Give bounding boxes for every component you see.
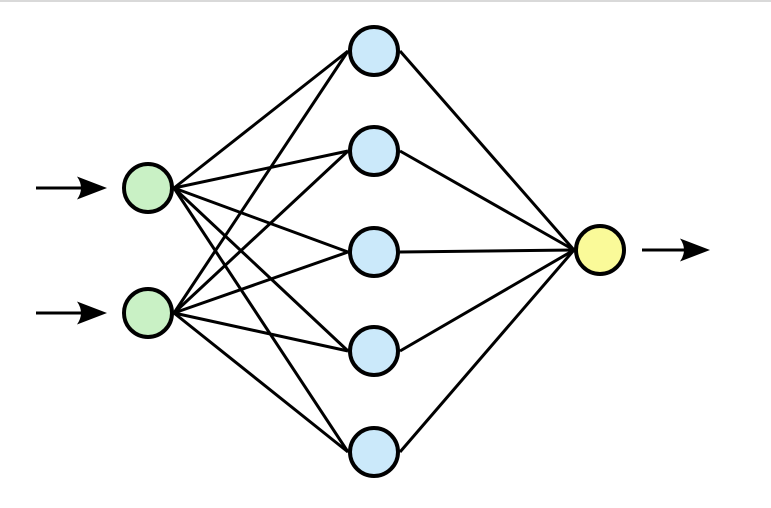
top-border-line: [0, 0, 771, 2]
hidden-node-3: [348, 226, 400, 278]
edge-input2-hidden2: [172, 149, 350, 315]
edge-hidden1-output1: [398, 50, 576, 251]
edge-hidden3-output1: [399, 248, 575, 254]
edge-hidden2-output1: [399, 149, 575, 252]
edge-input2-hidden4: [173, 311, 349, 353]
input-arrow-1-head-icon: [77, 176, 107, 200]
input-node-1: [122, 162, 174, 214]
edge-input2-hidden1: [172, 50, 350, 314]
hidden-node-4: [348, 325, 400, 377]
edge-layer: [172, 49, 576, 454]
hidden-node-2: [348, 125, 400, 177]
edge-input1-hidden4: [172, 186, 350, 353]
edge-input2-hidden3: [173, 250, 349, 315]
edge-input1-hidden1: [173, 49, 349, 190]
input-arrow-2: [36, 301, 107, 325]
output-node-1: [574, 224, 626, 276]
top-border: [0, 0, 771, 2]
edge-hidden4-output1: [399, 248, 575, 353]
edge-input1-hidden5: [172, 187, 350, 453]
edge-input2-hidden5: [173, 311, 349, 454]
hidden-node-5: [348, 426, 400, 478]
edge-input1-hidden3: [173, 186, 349, 254]
output-arrow: [642, 238, 710, 262]
input-arrow-1: [36, 176, 107, 200]
arrow-layer: [36, 176, 710, 325]
hidden-node-1: [348, 25, 400, 77]
input-node-2: [122, 287, 174, 339]
edge-hidden5-output1: [398, 249, 576, 453]
edge-input1-hidden2: [173, 149, 349, 190]
node-layer: [122, 25, 626, 478]
input-arrow-2-head-icon: [77, 301, 107, 325]
output-arrow-head-icon: [680, 238, 710, 262]
